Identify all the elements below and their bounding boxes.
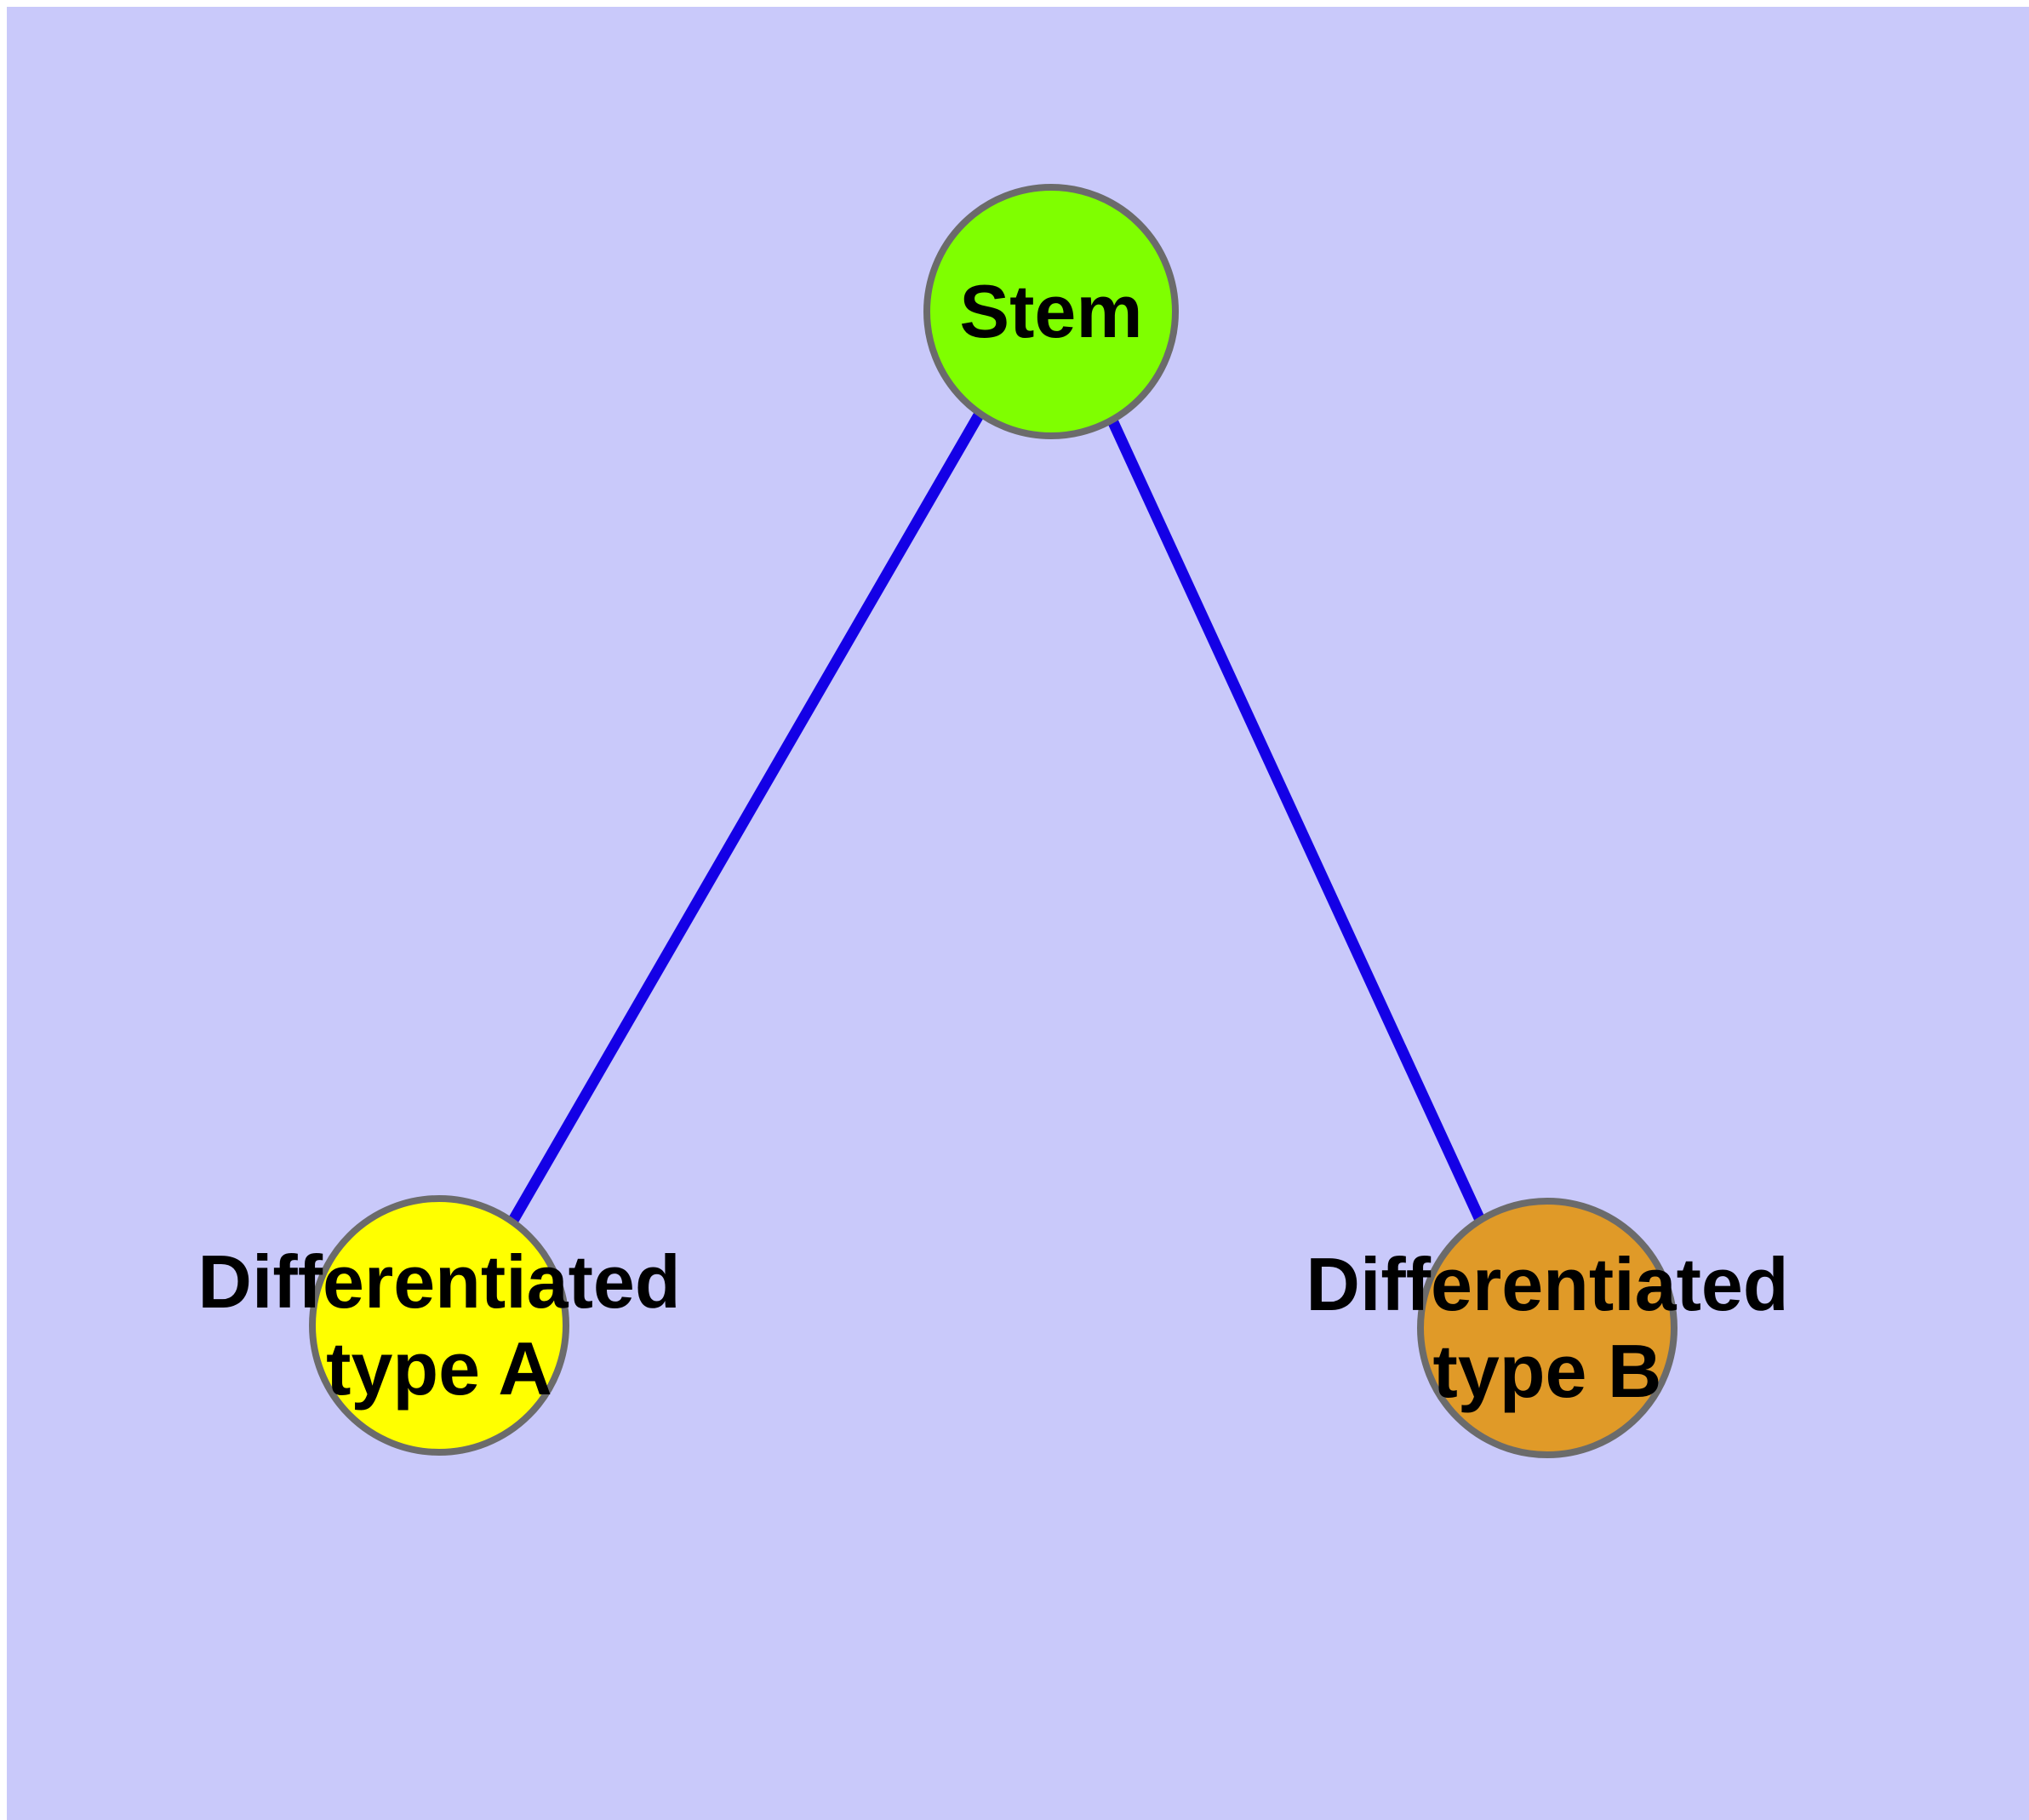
node-stem-circle[interactable] (923, 184, 1179, 439)
edge-stem-to-diff-a[interactable] (506, 410, 985, 1227)
node-stem[interactable]: Stem (923, 184, 1179, 439)
node-diff-a-circle[interactable] (309, 1195, 569, 1456)
edge-layer (506, 410, 1485, 1227)
node-stem-label: Stem (959, 269, 1142, 353)
edge-stem-to-diff-b[interactable] (1107, 418, 1485, 1222)
node-diff-b-circle[interactable] (1417, 1198, 1677, 1458)
